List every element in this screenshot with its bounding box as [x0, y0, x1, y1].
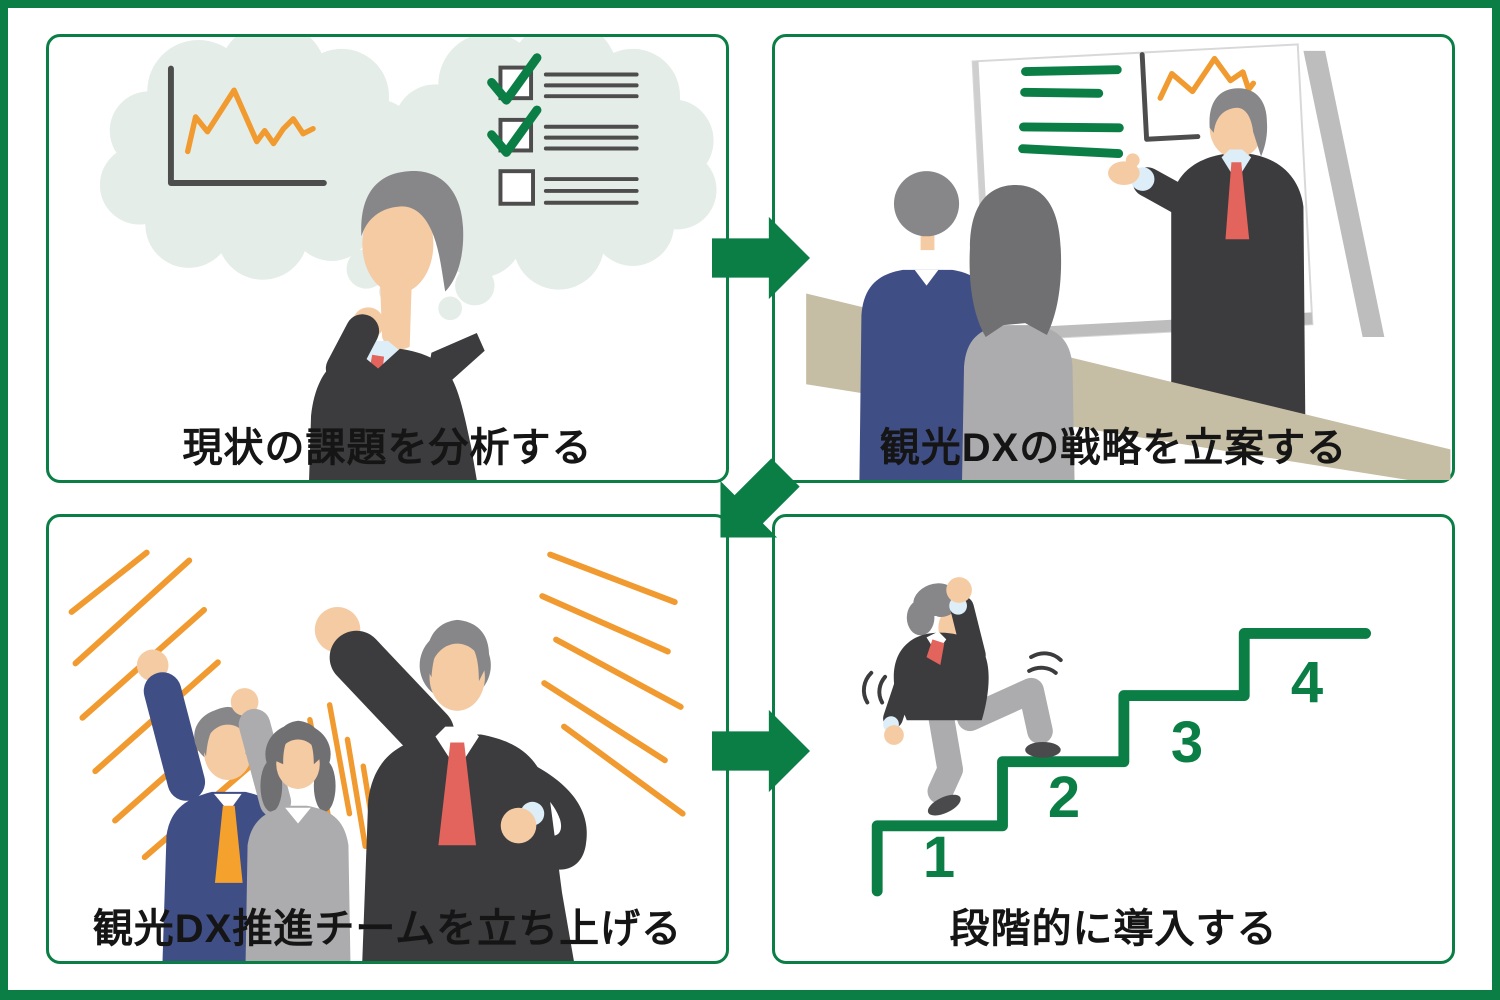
- emphasis-lines-right: [539, 551, 686, 817]
- team-member-right: [314, 606, 587, 961]
- panel-analyze-current-issues: 現状の課題を分析する: [46, 34, 729, 483]
- presenter: [1108, 88, 1306, 432]
- step-number-2: 2: [1047, 765, 1081, 830]
- line-chart-icon: [167, 65, 327, 186]
- thinking-businessman: [309, 171, 485, 480]
- analyze-illustration: [99, 37, 717, 480]
- team-illustration: [68, 549, 686, 961]
- strategy-illustration: [806, 43, 1451, 480]
- motion-arcs: [861, 651, 1063, 705]
- arrow-right-bottom-icon: [712, 709, 810, 793]
- panel-launch-dx-team: 観光DX推進チームを立ち上げる: [46, 514, 729, 964]
- step-number-4: 4: [1290, 650, 1324, 715]
- staircase-icon: [871, 628, 1372, 897]
- audience-woman: [962, 184, 1075, 480]
- caption-stages: 段階的に導入する: [949, 907, 1278, 951]
- board-text-lines: [1018, 65, 1124, 159]
- caption-team: 観光DX推進チームを立ち上げる: [92, 907, 683, 951]
- step-number-3: 3: [1170, 710, 1204, 775]
- thought-bubble-checklist-icon: [386, 37, 717, 321]
- stages-illustration: [861, 577, 1372, 897]
- panel-introduce-in-stages: 1 2 3 4 段階的に導入する: [772, 514, 1455, 964]
- audience-man: [859, 171, 992, 480]
- step-number-1: 1: [922, 825, 956, 890]
- caption-strategy: 観光DXの戦略を立案する: [879, 426, 1348, 470]
- panel-plan-dx-strategy: 観光DXの戦略を立案する: [772, 34, 1455, 483]
- easel-leg: [1303, 50, 1385, 337]
- board-chart-icon: [1139, 52, 1257, 142]
- arrow-down-left-icon: [720, 458, 800, 538]
- arrow-right-top-icon: [712, 216, 810, 300]
- team-member-middle: [230, 688, 351, 961]
- checklist-icon: [487, 53, 639, 206]
- climbing-businessman: [861, 577, 1063, 816]
- caption-analyze: 現状の課題を分析する: [182, 426, 593, 470]
